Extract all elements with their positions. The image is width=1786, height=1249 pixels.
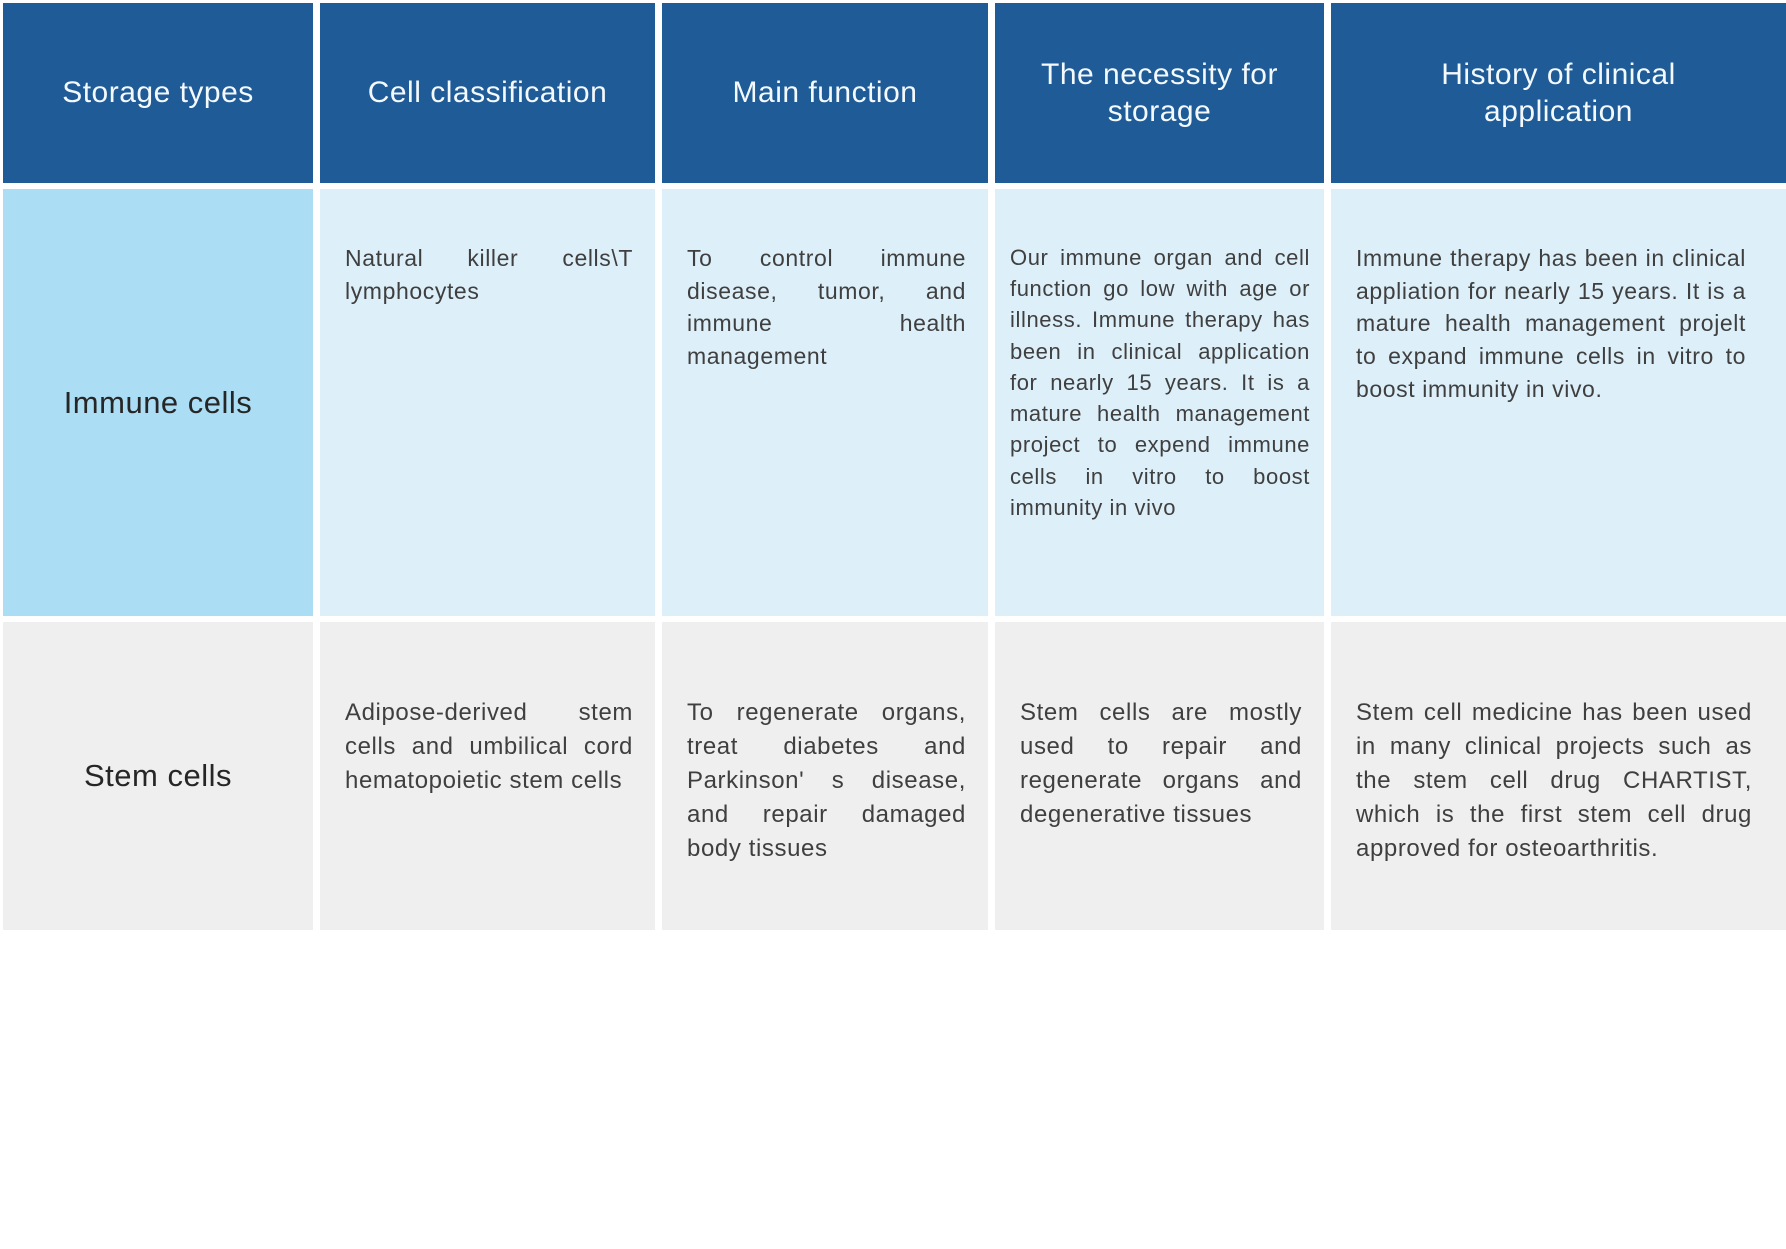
- row-label-immune-cells: Immune cells: [3, 189, 313, 616]
- cell-immune-necessity: Our immune organ and cell function go lo…: [995, 189, 1324, 616]
- cell-immune-history: Immune therapy has been in clinical appl…: [1331, 189, 1786, 616]
- cell-stem-main-function: To regenerate organs, treat diabetes and…: [662, 622, 988, 930]
- row-label-stem-cells: Stem cells: [3, 622, 313, 930]
- cell-immune-main-function: To control immune disease, tumor, and im…: [662, 189, 988, 616]
- header-cell-cell-classification: Cell classification: [320, 3, 655, 183]
- header-cell-storage-types: Storage types: [3, 3, 313, 183]
- cell-immune-classification: Natural killer cells\T lymphocytes: [320, 189, 655, 616]
- cell-stem-classification: Adipose-derived stem cells and umbilical…: [320, 622, 655, 930]
- header-cell-history-of-clinical-application: History of clinical application: [1331, 3, 1786, 183]
- header-cell-main-function: Main function: [662, 3, 988, 183]
- header-cell-necessity-for-storage: The necessity for storage: [995, 3, 1324, 183]
- cell-stem-history: Stem cell medicine has been used in many…: [1331, 622, 1786, 930]
- cell-stem-necessity: Stem cells are mostly used to repair and…: [995, 622, 1324, 930]
- cell-storage-comparison-table: Storage types Cell classification Main f…: [3, 3, 1786, 930]
